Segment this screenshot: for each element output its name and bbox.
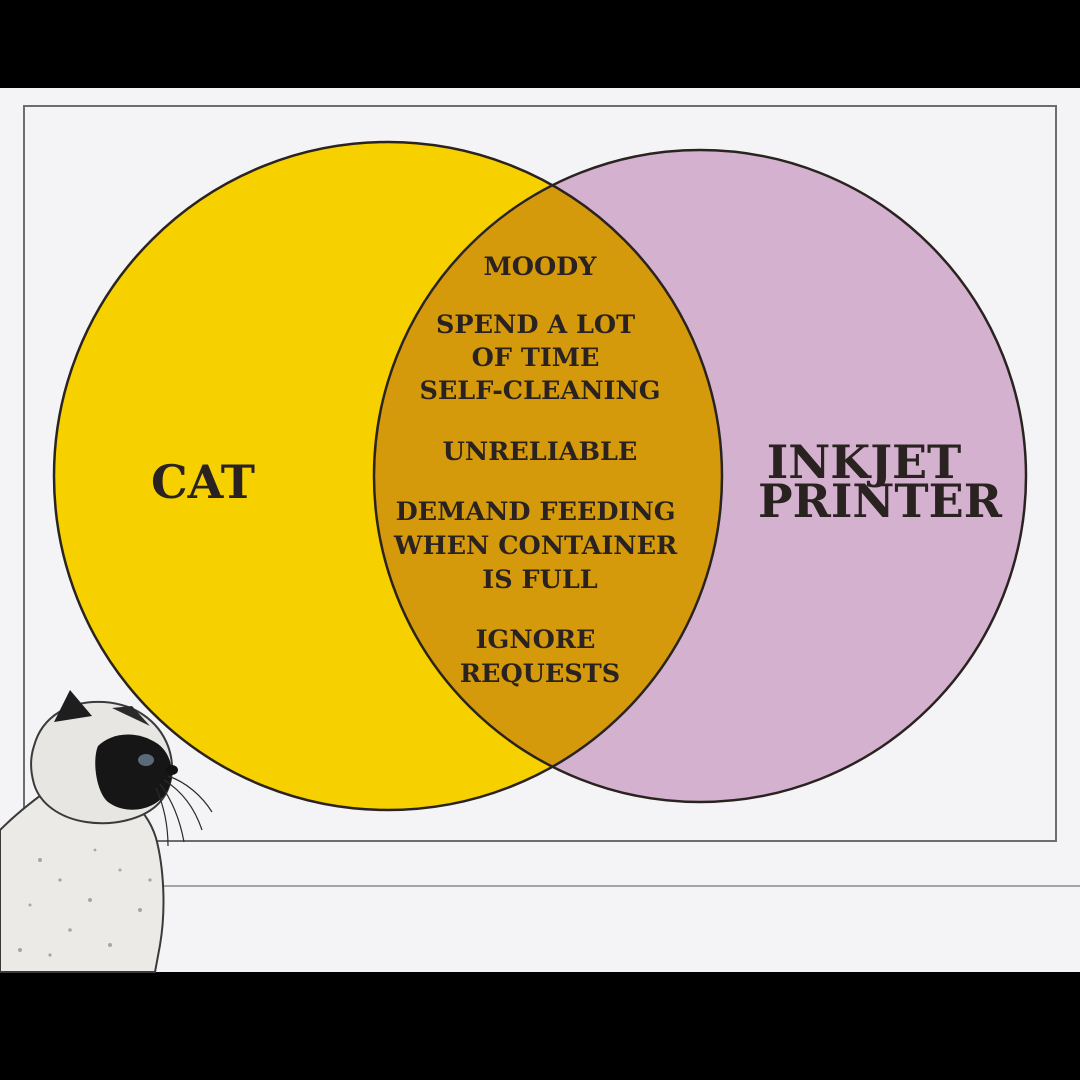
cat-label: CAT: [151, 455, 255, 509]
bottom-black-bar: [0, 972, 1080, 1080]
printer-label-line-2: PRINTER: [758, 474, 1003, 528]
cat-nose-icon: [166, 765, 178, 775]
printer-label: INKJET PRINTER: [758, 435, 1003, 528]
overlap-item-moody: MOODY: [484, 252, 598, 282]
cat-eye-icon: [138, 754, 154, 766]
top-black-bar: [0, 0, 1080, 88]
overlap-item-unreliable: UNRELIABLE: [443, 437, 638, 467]
